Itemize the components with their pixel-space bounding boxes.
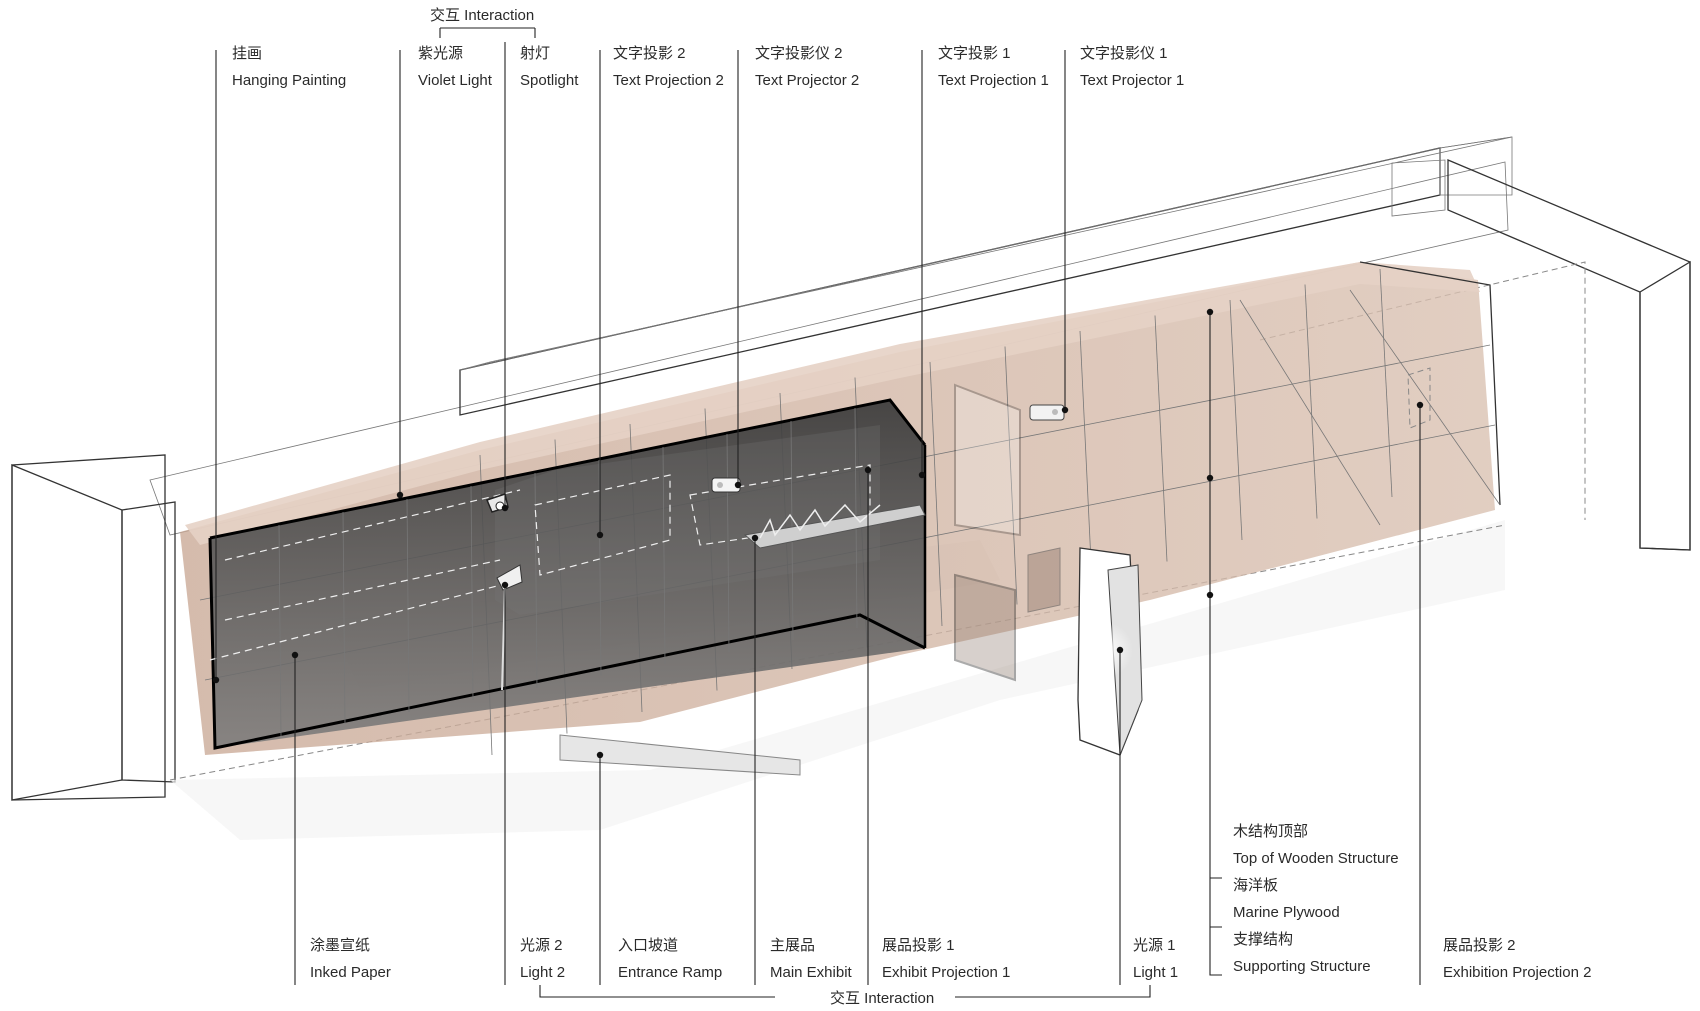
leader-light-1-dot	[1116, 646, 1124, 654]
translucent-panels	[954, 367, 1431, 756]
label-light-1-en: Light 1	[1133, 964, 1178, 981]
wood-rib	[1304, 284, 1318, 519]
label-violet-light-cn: 紫光源	[418, 45, 463, 62]
label-supporting-structure-en: Supporting Structure	[1233, 958, 1371, 975]
label-text-projector-2-cn: 文字投影仪 2	[755, 45, 843, 62]
label-spotlight-en: Spotlight	[520, 72, 579, 89]
label-main-exhibit-en: Main Exhibit	[770, 964, 853, 981]
label-text-projector-2-en: Text Projector 2	[755, 72, 859, 89]
label-entrance-ramp-en: Entrance Ramp	[618, 964, 722, 981]
label-hanging-painting-en: Hanging Painting	[232, 72, 346, 89]
dark-exhibit-box	[208, 398, 927, 750]
dark-box-mullion	[662, 446, 666, 665]
wood-rib	[1079, 330, 1093, 584]
dark-box-mullion	[406, 498, 410, 713]
leader-lines	[212, 42, 1424, 985]
label-inked-paper-en: Inked Paper	[310, 964, 391, 981]
label-text-projection-1-en: Text Projection 1	[938, 72, 1049, 89]
label-supporting-structure-cn: 支撑结构	[1233, 931, 1293, 948]
light-1-glow	[1077, 622, 1133, 678]
leader-structure-stack	[1209, 312, 1222, 976]
leader-spotlight-dot	[501, 504, 509, 512]
leader-structure-ticks	[1210, 877, 1222, 928]
label-text-projector-1-cn: 文字投影仪 1	[1080, 45, 1168, 62]
dark-box-mullion	[342, 511, 346, 725]
label-wooden-top-cn: 木结构顶部	[1233, 823, 1308, 840]
wood-rib	[1229, 299, 1243, 541]
label-exhibit-projection-1-en: Exhibit Projection 1	[882, 964, 1010, 981]
interaction-bottom-bracket	[539, 985, 1151, 998]
leader-text-projection-2-dot	[596, 531, 604, 539]
leader-text-projection-1-dot	[918, 471, 926, 479]
label-text-projection-1-cn: 文字投影 1	[938, 45, 1011, 62]
label-wooden-top-en: Top of Wooden Structure	[1233, 850, 1399, 867]
label-light-2-cn: 光源 2	[520, 937, 563, 954]
dark-box-mullion	[278, 524, 282, 737]
leader-light-2-dot	[501, 581, 509, 589]
leader-hanging-painting-dot	[212, 676, 220, 684]
label-marine-plywood-en: Marine Plywood	[1233, 904, 1340, 921]
leader-structure-dot	[1206, 591, 1214, 599]
bottom-labels: 涂墨宣纸 Inked Paper 光源 2 Light 2 入口坡道 Entra…	[310, 937, 1591, 1007]
interaction-bottom-label: 交互 Interaction	[830, 989, 934, 1006]
label-entrance-ramp-cn: 入口坡道	[618, 937, 678, 954]
interaction-top-bracket	[439, 27, 536, 38]
dark-box-mullion	[598, 459, 602, 677]
structure-labels: 木结构顶部 Top of Wooden Structure 海洋板 Marine…	[1233, 823, 1399, 975]
projector-icon	[1029, 404, 1065, 421]
top-labels: 交互 Interaction 挂画 Hanging Painting 紫光源 V…	[232, 6, 1184, 89]
leader-structure-dot	[1206, 474, 1214, 482]
leader-structure-dot	[1206, 308, 1214, 316]
label-violet-light-en: Violet Light	[418, 72, 493, 89]
leader-entrance-ramp-dot	[596, 751, 604, 759]
leader-text-projector-1-dot	[1061, 406, 1069, 414]
leader-main-exhibit-dot	[751, 534, 759, 542]
interaction-top-label: 交互 Interaction	[430, 6, 534, 24]
wood-rib	[1379, 268, 1393, 498]
label-text-projection-2-cn: 文字投影 2	[613, 45, 686, 62]
wood-rib	[1004, 346, 1018, 605]
leader-inked-paper-dot	[291, 651, 299, 659]
wood-rib	[1154, 315, 1168, 562]
leader-exhibit-projection-1-dot	[864, 466, 872, 474]
label-light-1-cn: 光源 1	[1133, 937, 1176, 954]
entrance-ramp	[559, 734, 801, 776]
dark-box-mullion	[726, 433, 730, 653]
label-hanging-painting-cn: 挂画	[232, 45, 262, 62]
label-exhibition-projection-2-en: Exhibition Projection 2	[1443, 964, 1591, 981]
label-text-projector-1-en: Text Projector 1	[1080, 72, 1184, 89]
label-marine-plywood-cn: 海洋板	[1233, 876, 1278, 894]
leader-violet-light-dot	[396, 491, 404, 499]
label-exhibit-projection-1-cn: 展品投影 1	[882, 937, 955, 954]
label-main-exhibit-cn: 主展品	[770, 937, 815, 954]
label-spotlight-cn: 射灯	[520, 45, 550, 62]
dark-box-mullion	[534, 472, 538, 689]
leader-text-projector-2-dot	[734, 481, 742, 489]
label-exhibition-projection-2-cn: 展品投影 2	[1443, 937, 1516, 954]
leader-exhibition-projection-2-dot	[1416, 401, 1424, 409]
label-light-2-en: Light 2	[520, 964, 565, 981]
label-text-projection-2-en: Text Projection 2	[613, 72, 724, 89]
wood-rib	[929, 361, 943, 627]
label-inked-paper-cn: 涂墨宣纸	[310, 937, 370, 954]
